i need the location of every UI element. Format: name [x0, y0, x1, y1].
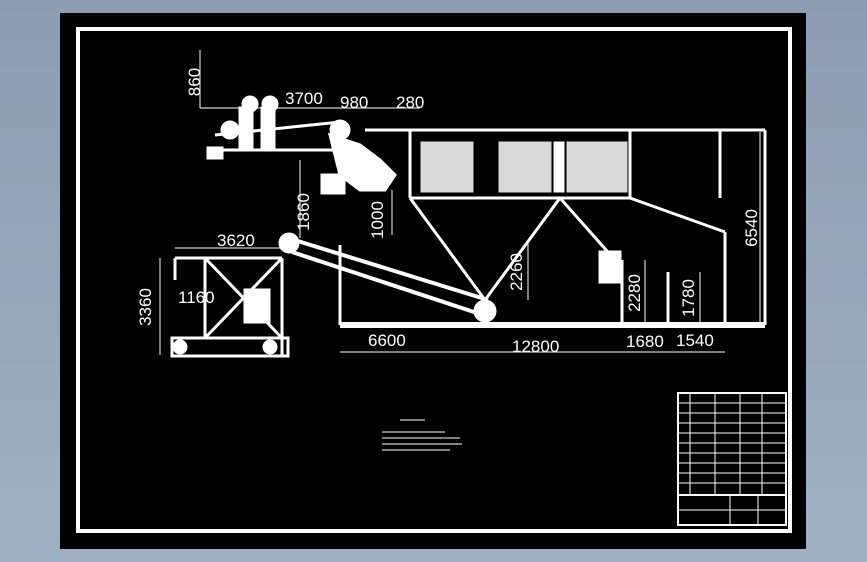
title-block-frame: [677, 392, 787, 526]
crusher-base: [320, 173, 346, 195]
dim-6540: 6540: [742, 209, 761, 247]
conveyor-tail-pulley: [473, 299, 497, 323]
dim-2280: 2280: [625, 274, 644, 312]
feeder-support-left: [238, 106, 254, 152]
hopper-outer-diagonal: [558, 197, 617, 261]
hopper-right-diagonal: [483, 197, 562, 301]
conveyor-head-pulley: [278, 232, 300, 254]
dimension-lines: [159, 50, 761, 355]
title-block: [677, 392, 787, 526]
feeder-support-right: [260, 106, 276, 152]
feeder-wheel-left: [241, 95, 259, 113]
dim-6600: 6600: [368, 331, 406, 350]
screen-box-2: [498, 141, 552, 193]
dim-1160: 1160: [178, 288, 215, 307]
base-wheel-left: [172, 339, 188, 355]
dim-1000: 1000: [368, 201, 387, 239]
left-machine: [243, 288, 271, 324]
dim-1780: 1780: [679, 279, 698, 317]
dim-12800: 12800: [512, 337, 559, 356]
dim-3360: 3360: [136, 288, 155, 326]
chute-block: [598, 250, 622, 284]
dim-3620: 3620: [217, 231, 255, 250]
technical-notes: [382, 419, 462, 451]
dim-1540: 1540: [676, 331, 714, 350]
base-wheel-right: [262, 339, 278, 355]
dim-980: 980: [340, 93, 368, 112]
hopper-left-diagonal: [408, 197, 487, 301]
inclined-conveyor-top: [287, 236, 489, 302]
screen-box-3: [566, 141, 628, 193]
drawing-border: [76, 27, 792, 533]
dim-2260: 2260: [507, 253, 526, 291]
screen-divider: [553, 141, 565, 193]
slope-line: [629, 196, 726, 234]
screen-box-1: [420, 141, 474, 193]
pulley-left: [220, 120, 240, 140]
dim-280: 280: [396, 93, 424, 112]
crusher-wheel: [353, 166, 377, 190]
dim-1680: 1680: [626, 332, 664, 351]
inclined-conveyor-bottom: [291, 250, 481, 316]
plant-elevation: [170, 95, 767, 358]
left-base-unit: [170, 336, 290, 358]
dim-860: 860: [185, 68, 204, 96]
feeder-wheel-right: [261, 95, 279, 113]
dim-3700: 3700: [285, 89, 323, 108]
conveyor-end: [206, 146, 224, 160]
dim-1860: 1860: [294, 193, 313, 231]
